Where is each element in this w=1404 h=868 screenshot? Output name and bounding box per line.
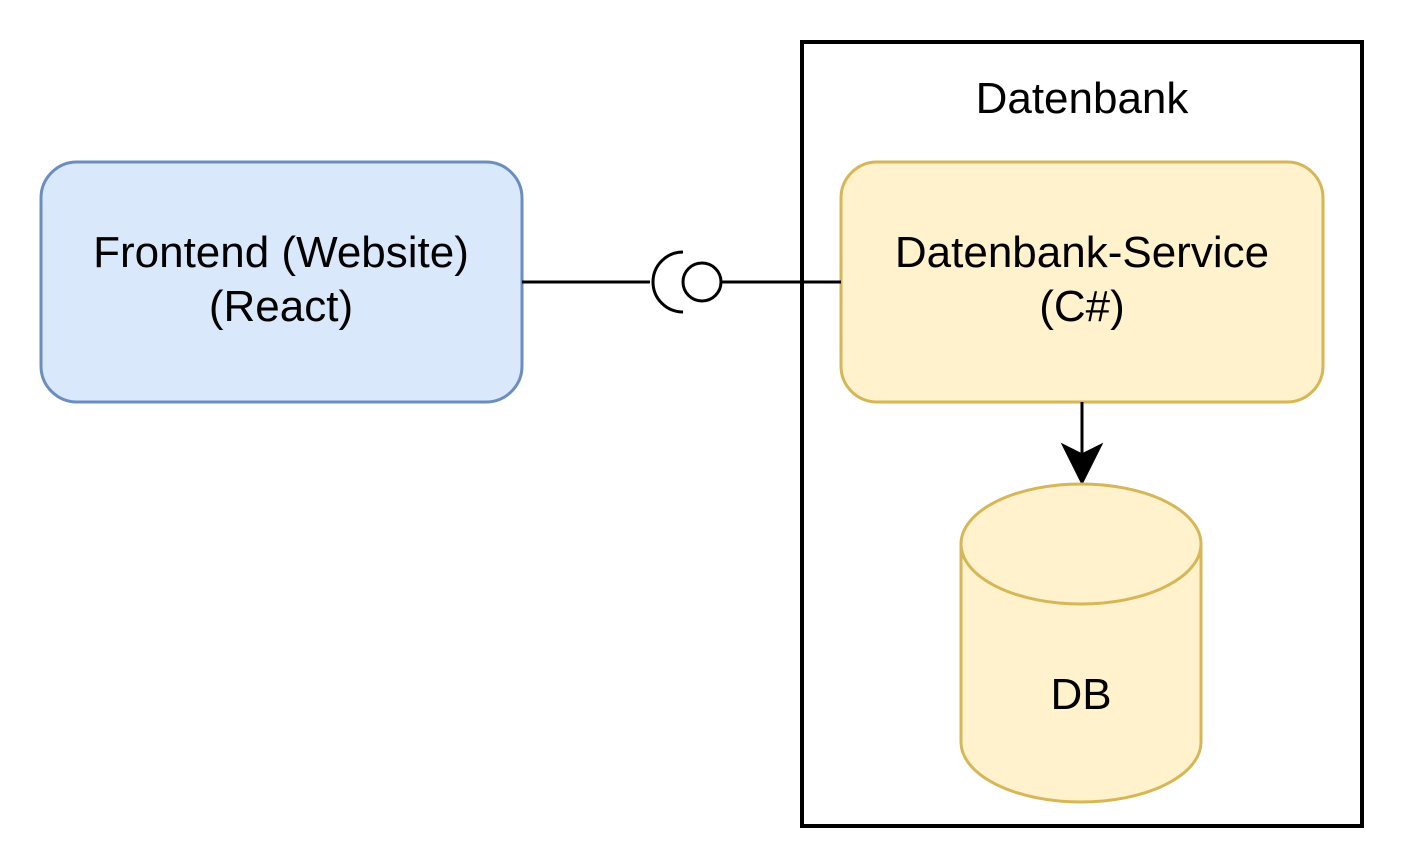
db-label: DB [1050, 670, 1112, 719]
db-cylinder-body[interactable] [959, 544, 1203, 804]
provided-interface-ball [681, 261, 723, 303]
service-label-line2: (C#) [1039, 281, 1125, 331]
frontend-label-line2: (React) [208, 281, 354, 331]
db-cylinder-top [959, 482, 1203, 606]
datenbank-group-title: Datenbank [975, 74, 1189, 123]
service-to-db-arrowhead [1060, 442, 1104, 486]
datenbank-group-border [800, 40, 1364, 828]
datenbank-service-label: Datenbank-Service (C#) [840, 226, 1324, 333]
frontend-label: Frontend (Website) (React) [40, 226, 522, 333]
service-label-line1: Datenbank-Service [894, 228, 1270, 277]
frontend-label-line1: Frontend (Website) [93, 228, 469, 277]
required-interface-socket [651, 250, 684, 314]
